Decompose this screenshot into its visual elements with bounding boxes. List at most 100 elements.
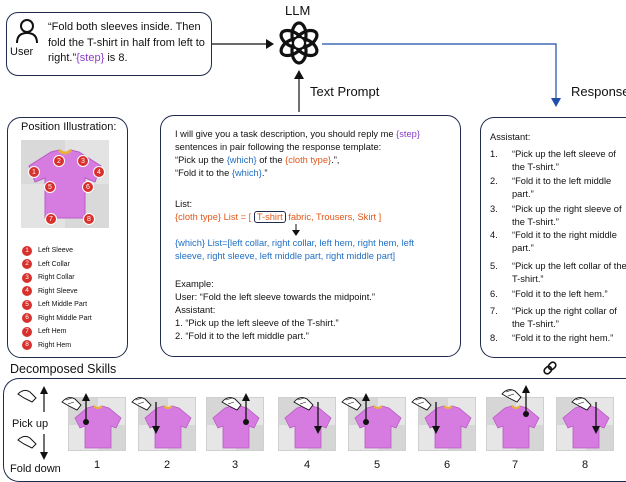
step-token: {step} <box>76 52 105 64</box>
response-box <box>480 117 626 358</box>
legend-item: 5 Left Middle Part <box>22 298 87 311</box>
decomposed-skills-title: Decomposed Skills <box>10 362 117 376</box>
prompt-intro: I will give you a task description, you … <box>175 129 420 178</box>
skill-step-number: 7 <box>511 459 519 471</box>
user-quote: “Fold both sleeves inside. Then fold the… <box>48 21 205 64</box>
fold-down-legend-icon <box>17 434 48 460</box>
fold-down-hand-icon <box>293 397 322 434</box>
prompt-step-token: {step} <box>396 129 420 139</box>
response-item-number: 1. <box>490 149 498 159</box>
legend-item: 6 Right Middle Part <box>22 312 92 325</box>
response-item-text: “Pick up the right sleeve of the T-shirt… <box>512 204 622 227</box>
response-item-number: 7. <box>490 306 498 316</box>
legend-item: 8 Right Hem <box>22 339 71 352</box>
marker-8: 8 <box>83 213 95 225</box>
response-label: Response <box>571 84 626 99</box>
selection-arrow <box>292 224 300 236</box>
fold-down-hand-icon <box>131 397 160 434</box>
prompt-example: Example: User: “Fold the left sleeve tow… <box>175 279 375 341</box>
legend-item: 1 Left Sleeve <box>22 244 73 257</box>
marker-3: 3 <box>77 155 89 167</box>
assistant-response-item: 6.“Fold it to the left hem.” <box>490 288 625 316</box>
arrow-prompt-to-llm <box>294 70 304 112</box>
skill-step-number: 1 <box>93 459 101 471</box>
assistant-response-item: 3. “Pick up the right sleeve of the T-shi… <box>490 203 625 231</box>
marker-7: 7 <box>45 213 57 225</box>
fold-down-label: Fold down <box>10 463 61 475</box>
skill-step-number: 8 <box>581 459 589 471</box>
pick-up-hand-icon <box>341 393 370 425</box>
assistant-response-item: 4. “Fold it to the right middle part.” <box>490 229 625 257</box>
legend-label: Right Hem <box>38 341 72 349</box>
legend-marker: 8 <box>22 340 32 350</box>
user-instruction: “Fold both sleeves inside. Then fold the… <box>48 20 206 67</box>
legend-label: Right Middle Part <box>38 314 92 322</box>
assistant-response-item: 8. “Fold it to the right hem.” <box>490 332 625 360</box>
cloth-type-list: {cloth type} List = [ T-shirt fabric, Tr… <box>175 211 382 223</box>
legend-label: Left Sleeve <box>38 247 74 254</box>
response-item-text: “Pick up the left sleeve of the T-shirt.… <box>512 149 616 172</box>
legend-label: Right Collar <box>38 274 75 281</box>
legend-label: Left Collar <box>38 260 70 268</box>
list-heading: List: <box>175 199 193 209</box>
response-item-number: 2. <box>490 176 498 186</box>
fold-down-hand-icon <box>411 397 440 434</box>
legend-marker: 2 <box>22 259 32 269</box>
response-item-text: “Fold it to the right middle part.” <box>512 230 617 253</box>
marker-1: 1 <box>28 166 40 178</box>
response-item-text: “Pick up the right collar of the T-shirt… <box>512 306 617 329</box>
marker-2: 2 <box>53 155 65 167</box>
step-value: is 8. <box>104 52 128 64</box>
assistant-response-item: 2. “Fold it to the left middle part.” <box>490 175 625 203</box>
pick-up-hand-icon <box>221 393 250 425</box>
legend-marker: 1 <box>22 245 32 256</box>
openai-logo-icon <box>279 21 319 65</box>
assistant-response-item: 5.“Pick up the left collar of the T-shir… <box>490 260 626 288</box>
legend-marker: 3 <box>22 272 32 283</box>
response-item-text: “Fold it to the right hem.” <box>512 333 614 343</box>
user-icon <box>16 19 38 44</box>
skill-step-number: 4 <box>303 459 311 471</box>
skill-step-number: 5 <box>373 459 381 471</box>
response-item-number: 3. <box>490 204 498 214</box>
user-box <box>6 12 212 76</box>
arrow-llm-to-response <box>322 43 561 107</box>
skill-frame-7 <box>486 397 544 451</box>
user-label: User <box>10 46 34 58</box>
legend-marker: 6 <box>22 313 32 323</box>
legend-marker: 4 <box>22 286 32 296</box>
response-item-text: “Fold it to the left middle part.” <box>512 176 612 199</box>
skill-step-number: 2 <box>163 459 171 471</box>
position-illustration-title: Position Illustration: <box>21 121 117 133</box>
legend-label: Left Hem <box>38 328 67 335</box>
pick-up-legend-icon <box>17 386 48 412</box>
response-item-number: 4. <box>490 230 498 240</box>
pick-up-hand-icon <box>501 385 530 417</box>
legend-marker: 7 <box>22 326 32 337</box>
legend-item: 4 Right Sleeve <box>22 285 78 298</box>
skill-frame-8 <box>556 397 614 451</box>
response-item-number: 8. <box>490 333 498 343</box>
legend-label: Right Sleeve <box>38 287 78 295</box>
marker-5: 5 <box>44 181 56 193</box>
pick-up-label: Pick up <box>12 418 49 430</box>
position-shirt-image: 1 2 3 4 5 6 7 8 <box>21 140 109 228</box>
marker-4: 4 <box>93 166 105 178</box>
response-item-text: “Fold it to the left hem.” <box>512 289 608 299</box>
which-list: {which} List=[left collar, right collar,… <box>175 238 414 261</box>
pick-up-hand-icon <box>61 393 90 425</box>
assistant-response-item: 1. “Pick up the left sleeve of the T-shir… <box>490 148 625 176</box>
skill-step-number: 6 <box>443 459 451 471</box>
skill-step-number: 3 <box>231 459 239 471</box>
link-icon <box>543 361 557 375</box>
llm-label: LLM <box>285 3 311 18</box>
prompt-box <box>160 115 461 357</box>
fold-down-hand-icon <box>571 397 600 434</box>
cloth-token: {cloth type} <box>285 155 332 165</box>
arrow-user-to-llm <box>212 39 274 49</box>
t-shirt-highlight: T-shirt <box>253 211 286 223</box>
legend-marker: 5 <box>22 299 32 310</box>
marker-6: 6 <box>82 181 94 193</box>
response-item-text: “Pick up the left collar of the T-shirt.… <box>512 261 626 284</box>
legend-label: Left Middle Part <box>38 301 88 308</box>
